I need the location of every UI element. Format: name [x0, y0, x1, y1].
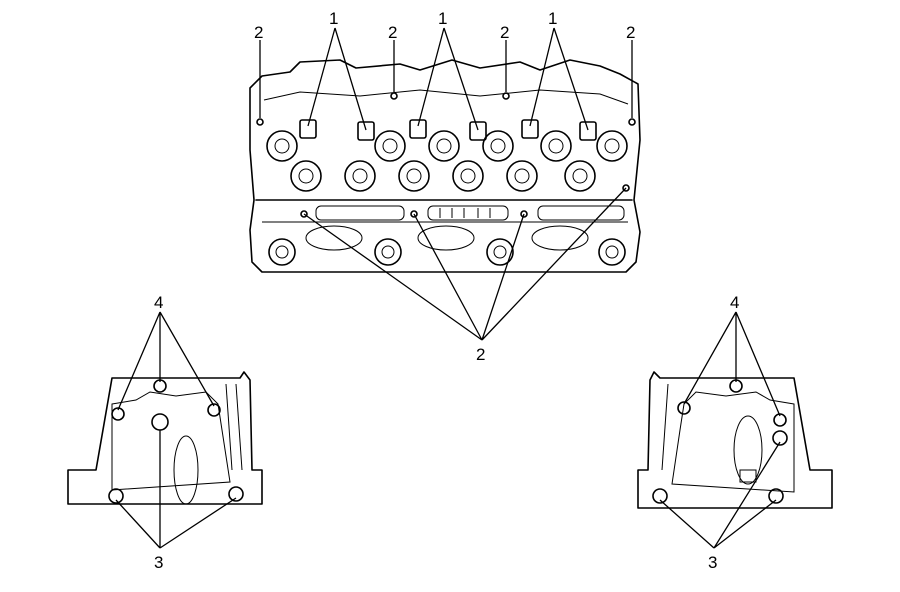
cylinder-head-right-end-view	[637, 371, 833, 509]
valve-boss-row-middle	[290, 160, 596, 192]
leader-lines	[115, 27, 781, 549]
callout-2-e: 2	[476, 345, 485, 364]
callout-labels: 1 1 1 2 2 2 2 2 4 3 4 3	[154, 9, 739, 572]
callout-3-left: 3	[154, 553, 163, 572]
valve-boss-row-upper	[266, 130, 628, 162]
callout-4-right: 4	[730, 293, 739, 312]
cylinder-head-top-view	[249, 59, 641, 273]
valve-boss-row-lower	[268, 238, 626, 266]
callout-2-b: 2	[388, 23, 397, 42]
callout-2-c: 2	[500, 23, 509, 42]
rocker-pads	[299, 119, 597, 141]
callout-3-right: 3	[708, 553, 717, 572]
callout-4-left: 4	[154, 293, 163, 312]
callout-2-d: 2	[626, 23, 635, 42]
callout-1-c: 1	[548, 9, 557, 28]
bolt-holes-2	[256, 92, 636, 218]
cylinder-head-left-end-view	[67, 371, 263, 505]
callout-2-a: 2	[254, 23, 263, 42]
callout-1-b: 1	[438, 9, 447, 28]
callout-1-a: 1	[329, 9, 338, 28]
